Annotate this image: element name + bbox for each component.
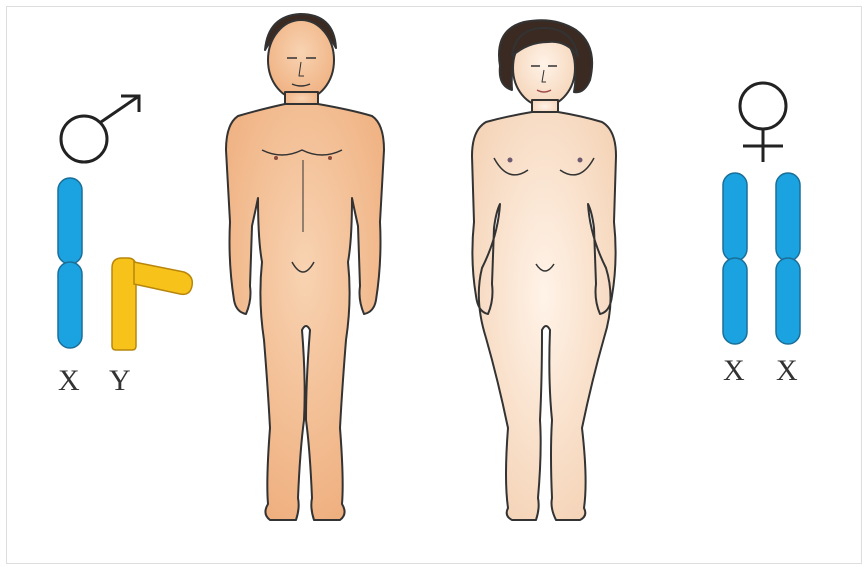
male-figure xyxy=(226,14,384,520)
female-figure xyxy=(472,20,616,520)
female-x-label-right: X xyxy=(776,356,798,386)
male-symbol-icon xyxy=(61,96,139,162)
female-x-label-left: X xyxy=(723,356,745,386)
female-x-chromosome-right xyxy=(776,173,800,344)
female-symbol-icon xyxy=(740,83,786,162)
male-y-label: Y xyxy=(109,366,131,396)
female-x-chromosome-left xyxy=(723,173,747,344)
male-y-chromosome xyxy=(112,258,192,350)
male-x-label: X xyxy=(58,366,80,396)
male-x-chromosome xyxy=(58,178,82,348)
